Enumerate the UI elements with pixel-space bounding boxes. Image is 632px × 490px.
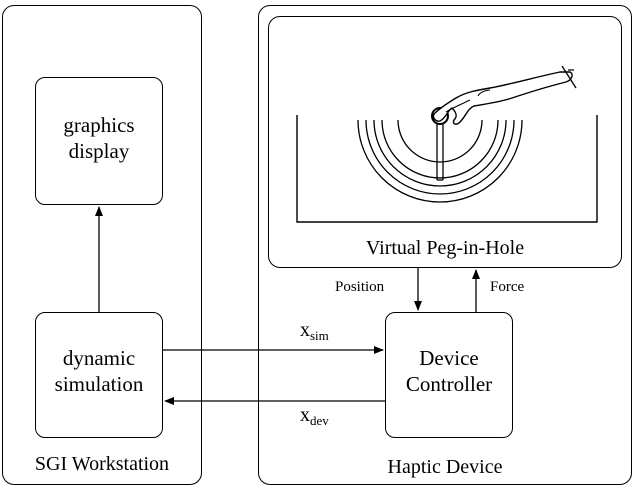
x-dev-main: x — [300, 404, 310, 426]
device-controller-box — [385, 312, 513, 438]
x-sim-subscript: sim — [310, 328, 329, 343]
inner-ring — [397, 119, 483, 163]
sgi-workstation-label: SGI Workstation — [34, 453, 170, 475]
virtual-peg-in-hole-label: Virtual Peg-in-Hole — [365, 237, 525, 259]
dynamic-simulation-box — [35, 312, 163, 438]
hand-knuckle — [477, 89, 491, 97]
graphics-display-line1: graphics — [63, 113, 135, 137]
virtual-peg-in-hole-panel — [268, 16, 622, 268]
hand-outline — [432, 71, 573, 125]
x-sim-label: xsim — [300, 318, 360, 343]
device-controller-line1: Device — [419, 346, 479, 370]
hand-finger — [445, 99, 471, 113]
position-signal-label: Position — [335, 279, 385, 295]
x-sim-main: x — [300, 319, 310, 341]
graphics-display-line2: display — [68, 139, 130, 164]
graphics-display-box — [35, 77, 163, 205]
outer-ring-outer — [357, 119, 523, 203]
middle-ring-inner — [381, 119, 499, 179]
dynamic-simulation-label: dynamic simulation — [35, 345, 163, 398]
x-dev-subscript: dev — [310, 413, 329, 428]
device-controller-label: Device Controller — [385, 345, 513, 398]
haptic-device-label: Haptic Device — [387, 456, 503, 478]
scene-bracket — [296, 115, 598, 223]
x-dev-label: xdev — [300, 403, 360, 428]
device-controller-line2: Controller — [405, 372, 493, 397]
graphics-display-label: graphics display — [35, 112, 163, 165]
force-signal-label: Force — [490, 279, 525, 295]
dynamic-simulation-line2: simulation — [54, 372, 144, 397]
middle-ring-outer — [373, 119, 507, 187]
wrist-cuff — [561, 65, 577, 89]
dynamic-simulation-line1: dynamic — [62, 346, 136, 370]
outer-ring-inner — [365, 119, 515, 195]
